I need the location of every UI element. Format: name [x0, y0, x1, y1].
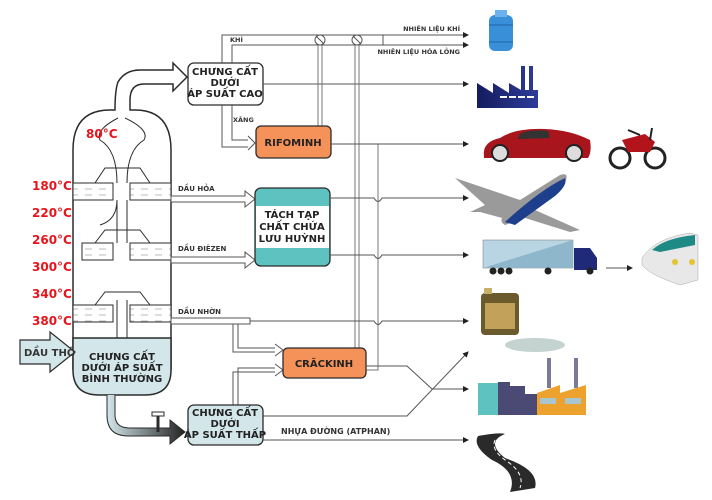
- valve-icon: [151, 411, 165, 417]
- diesel-pipe: [170, 250, 256, 270]
- svg-text:CHƯNG CẤT: CHƯNG CẤT: [192, 63, 258, 78]
- train-icon: [641, 232, 699, 286]
- temp-220: 220°C: [32, 206, 72, 220]
- lube-label: DẦU NHỜN: [178, 306, 221, 316]
- lpg-label: NHIÊN LIỆU HÓA LỎNG: [377, 46, 460, 56]
- desulf-outputs: [250, 195, 469, 325]
- motorcycle-icon: [608, 127, 667, 170]
- svg-text:RIFOMINH: RIFOMINH: [264, 138, 321, 149]
- distillation-column: 80°C: [72, 61, 189, 396]
- high-pressure-distillation-unit: CHƯNG CẤT DƯỚI ÁP SUẤT CAO: [187, 62, 264, 106]
- svg-text:DƯỚI: DƯỚI: [210, 76, 239, 89]
- gas-lines: [221, 32, 469, 148]
- gas-cylinder-icon: [489, 10, 513, 51]
- temp-80: 80°C: [86, 127, 118, 141]
- column-trays: [72, 117, 172, 338]
- temp-180: 180°C: [32, 179, 72, 193]
- column-base: [72, 337, 172, 396]
- desulfurization-unit: TÁCH TẠP CHẤT CHỨA LƯU HUỲNH: [254, 187, 331, 267]
- lube-pipe: [170, 317, 251, 325]
- gas-label: KHÍ: [230, 35, 243, 44]
- kerosene-pipe: [170, 189, 256, 209]
- diesel-label: DẦU ĐIÊZEN: [178, 243, 226, 253]
- svg-text:LƯU HUỲNH: LƯU HUỲNH: [259, 232, 326, 245]
- cracking-outputs: [262, 351, 469, 417]
- gasoline-label: XĂNG: [233, 115, 254, 124]
- reforming-unit: RIFOMINH: [255, 125, 332, 159]
- airplane-icon: [455, 174, 580, 232]
- atm-distillation-line1: CHƯNG CẤT: [89, 348, 155, 363]
- residue-pipe: [106, 395, 186, 446]
- temp-380: 380°C: [32, 314, 72, 328]
- vacuum-distillation-unit: CHƯNG CẤT DƯỚI ÁP SUẤT THẤP: [184, 404, 266, 446]
- svg-text:ÁP SUẤT THẤP: ÁP SUẤT THẤP: [184, 426, 266, 441]
- svg-text:CHẤT CHỨA: CHẤT CHỨA: [259, 218, 325, 233]
- road-icon: [476, 433, 536, 492]
- crude-oil-feed: DẦU THÔ: [19, 330, 76, 374]
- svg-text:CRĂCKINH: CRĂCKINH: [295, 357, 353, 370]
- cracking-unit: CRĂCKINH: [282, 347, 367, 379]
- svg-text:DƯỚI: DƯỚI: [210, 417, 239, 430]
- temp-300: 300°C: [32, 260, 72, 274]
- temp-260: 260°C: [32, 233, 72, 247]
- asphalt-label: NHỰA ĐƯỜNG (ATPHAN): [281, 425, 390, 436]
- atm-distillation-line3: BÌNH THƯỜNG: [82, 372, 162, 385]
- gas-return-pipes: [317, 40, 379, 371]
- side-draws: [170, 189, 256, 325]
- engine-oil-icon: [481, 288, 519, 335]
- fuel-gas-label: NHIÊN LIỆU KHÍ: [403, 24, 460, 33]
- factory-icon: [477, 66, 538, 108]
- svg-text:ÁP SUẤT CAO: ÁP SUẤT CAO: [187, 85, 263, 100]
- temp-340: 340°C: [32, 287, 72, 301]
- truck-icon: [482, 239, 597, 275]
- svg-text:TÁCH TẠP: TÁCH TẠP: [265, 208, 320, 221]
- temperature-scale: 180°C 220°C 260°C 300°C 340°C 380°C: [32, 179, 72, 328]
- kerosene-label: DẦU HỎA: [178, 183, 215, 193]
- industrial-plant-icon: [478, 338, 586, 415]
- svg-text:CHƯNG CẤT: CHƯNG CẤT: [192, 404, 258, 419]
- atm-distillation-line2: DƯỚI ÁP SUẤT: [81, 359, 162, 374]
- lube-to-cracking: [232, 324, 284, 405]
- crude-oil-label: DẦU THÔ: [24, 345, 75, 359]
- car-icon: [483, 128, 591, 162]
